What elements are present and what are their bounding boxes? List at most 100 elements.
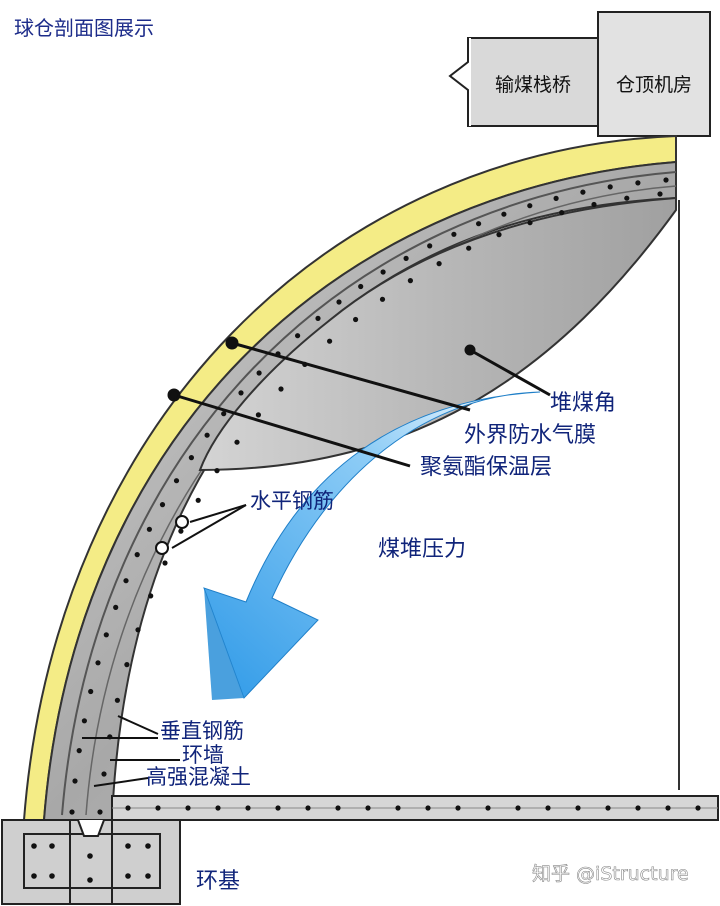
label-coal-pile-angle: 堆煤角 — [550, 391, 616, 416]
rebar-dot — [407, 278, 413, 284]
rebar-dot — [336, 299, 342, 305]
rebar-dot — [353, 316, 359, 323]
rebar-dot — [466, 245, 472, 251]
rebar-dot — [135, 627, 141, 633]
conveyor-bridge-label: 输煤栈桥 — [495, 74, 571, 96]
floor-slab — [111, 795, 719, 821]
rebar-dot — [427, 243, 433, 249]
vertical-rebar-dots — [69, 177, 669, 815]
rebar-dot — [134, 552, 140, 558]
rebar-dot — [81, 718, 87, 724]
rebar-dot — [635, 180, 641, 186]
rebar-dot — [501, 211, 507, 217]
rebar-dot — [327, 338, 333, 344]
rebar-dot — [591, 201, 597, 208]
rebar-dot — [31, 873, 37, 879]
rebar-dot — [185, 805, 191, 811]
rebar-dot — [113, 604, 119, 611]
rebar-dot — [234, 439, 240, 445]
rebar-dot — [553, 195, 559, 201]
rebar-dot — [436, 261, 442, 267]
rebar-dot — [635, 805, 641, 811]
rebar-dot — [114, 697, 120, 703]
rebar-dot — [545, 805, 551, 811]
rebar-dot — [145, 843, 151, 849]
rebar-dot — [195, 497, 201, 503]
label-horizontal-rebar: 水平钢筋 — [250, 489, 334, 513]
rebar-dot — [145, 873, 151, 879]
label-pu-insulation: 聚氨酯保温层 — [420, 455, 552, 480]
rebar-dot — [256, 370, 262, 376]
rebar-dot — [215, 805, 221, 811]
label-ring-wall: 环墙 — [182, 743, 224, 767]
rebar-dot — [476, 221, 482, 227]
watermark: 知乎 @iStructure — [532, 863, 689, 885]
rebar-dot — [76, 748, 82, 754]
label-waterproof-membrane: 外界防水气膜 — [464, 423, 596, 448]
label-hs-concrete: 高强混凝土 — [146, 765, 251, 789]
rebar-dot — [173, 478, 180, 484]
concrete-shell — [42, 160, 677, 821]
rebar-dot — [275, 805, 281, 811]
rebar-dot — [295, 333, 301, 339]
rebar-dot — [87, 853, 93, 859]
rebar-dot — [559, 210, 565, 216]
rebar-dot — [124, 662, 130, 668]
rebar-dot — [305, 805, 311, 811]
rebar-dot — [125, 873, 131, 879]
rebar-dot — [101, 771, 107, 777]
label-ring-foundation: 环基 — [196, 869, 240, 894]
rebar-dot — [695, 805, 701, 811]
rebar-dot — [255, 412, 261, 418]
roof-machine-room-label: 仓顶机房 — [616, 74, 692, 96]
rebar-dot — [97, 809, 103, 815]
rebar-dot — [527, 220, 533, 226]
rebar-dot — [72, 778, 78, 784]
rebar-dot — [49, 873, 55, 879]
ring-foundation — [1, 819, 181, 905]
rebar-dot — [238, 390, 244, 396]
diagram-title: 球仓剖面图展示 — [14, 16, 154, 40]
rebar-dot — [204, 432, 210, 438]
rebar-dot — [178, 528, 184, 534]
label-vertical-rebar: 垂直钢筋 — [160, 719, 244, 743]
rebar-dot — [159, 502, 166, 508]
rebar-dot — [624, 195, 630, 201]
rebar-dot — [657, 191, 663, 197]
rebar-dot — [69, 809, 75, 815]
rebar-dot — [214, 468, 220, 474]
rebar-dot — [451, 231, 457, 237]
rebar-dot — [395, 805, 401, 811]
rebar-dot — [31, 843, 37, 849]
rebar-dot — [580, 189, 586, 195]
rebar-dot — [515, 805, 521, 811]
rebar-dot — [607, 184, 613, 190]
rebar-dot — [155, 805, 161, 811]
rebar-dot — [380, 269, 386, 275]
rebar-dot — [123, 578, 129, 584]
rebar-dot — [425, 805, 431, 811]
rebar-dot — [575, 805, 581, 811]
rebar-dot — [663, 177, 669, 183]
rebar-dot — [496, 232, 502, 238]
rebar-dot — [162, 560, 168, 566]
rebar-dot — [527, 203, 533, 209]
rebar-dot — [605, 805, 611, 811]
rebar-dot — [335, 805, 341, 811]
conveyor-bridge: 输煤栈桥 — [448, 37, 599, 127]
rebar-dot — [379, 296, 386, 302]
arrow-shadow — [204, 588, 244, 700]
rebar-dot — [125, 805, 131, 811]
rebar-dot — [485, 805, 491, 811]
rebar-dot — [148, 593, 154, 599]
rebar-dot — [103, 632, 109, 638]
rebar-dot — [87, 877, 93, 883]
leader-lines — [82, 336, 551, 787]
label-coal-pressure: 煤堆压力 — [378, 537, 466, 562]
rebar-dot — [88, 688, 94, 695]
rebar-dot — [315, 315, 321, 321]
rebar-dot — [221, 411, 227, 417]
rebar-dot — [665, 805, 671, 811]
rebar-dot — [49, 843, 55, 849]
